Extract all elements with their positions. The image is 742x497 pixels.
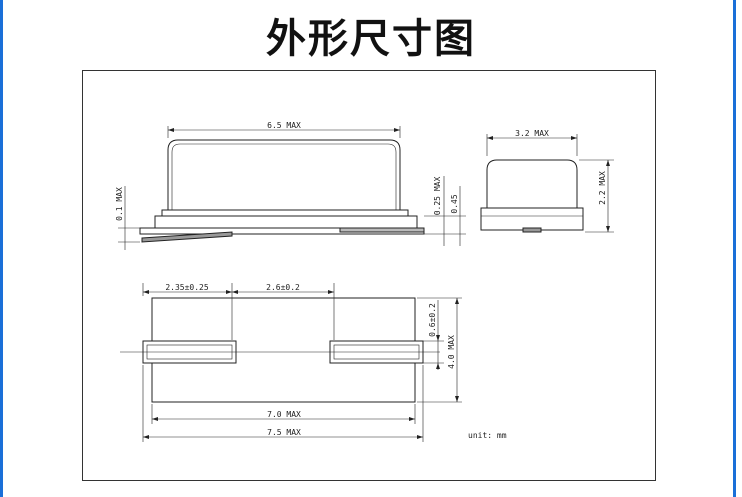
right-accent-line	[733, 0, 736, 497]
end-view: 3.2 MAX 2.2 MAX	[480, 129, 614, 233]
side-view-cap-inner	[171, 143, 397, 210]
end-view-cap	[486, 159, 578, 208]
side-view-cap	[167, 139, 401, 210]
page-title: 外形尺寸图	[266, 16, 476, 62]
left-accent-line	[0, 0, 3, 497]
end-view-lead	[522, 227, 542, 233]
end-view-base	[480, 207, 584, 231]
body-length-label: 7.0 MAX	[267, 410, 301, 419]
base-label: 0.45	[450, 194, 459, 213]
lead-label: 0.1 MAX	[115, 187, 124, 221]
pad-length-label: 2.6±0.2	[266, 283, 300, 292]
side-view: 6.5 MAX 0.1 MAX 0.25 MAX 0.45	[115, 121, 466, 250]
overall-length-label: 7.5 MAX	[267, 428, 301, 437]
drawing-frame	[82, 70, 656, 481]
end-height-label: 2.2 MAX	[598, 171, 607, 205]
pad-width-label: 0.6±0.2	[428, 303, 437, 337]
top-view: 2.35±0.25 2.6±0.2 0.6±0.2 4.0 MAX 7.0 MA…	[120, 283, 462, 442]
unit-label: unit: mm	[468, 431, 507, 440]
side-width-label: 6.5 MAX	[267, 121, 301, 130]
standoff-label: 0.25 MAX	[433, 177, 442, 216]
pad-offset-label: 2.35±0.25	[165, 283, 209, 292]
side-view-lead-right	[339, 227, 425, 233]
body-width-label: 4.0 MAX	[447, 335, 456, 369]
end-width-label: 3.2 MAX	[515, 129, 549, 138]
side-view-lead	[141, 231, 233, 243]
side-view-base-top	[161, 209, 409, 217]
side-view-base	[154, 215, 418, 229]
